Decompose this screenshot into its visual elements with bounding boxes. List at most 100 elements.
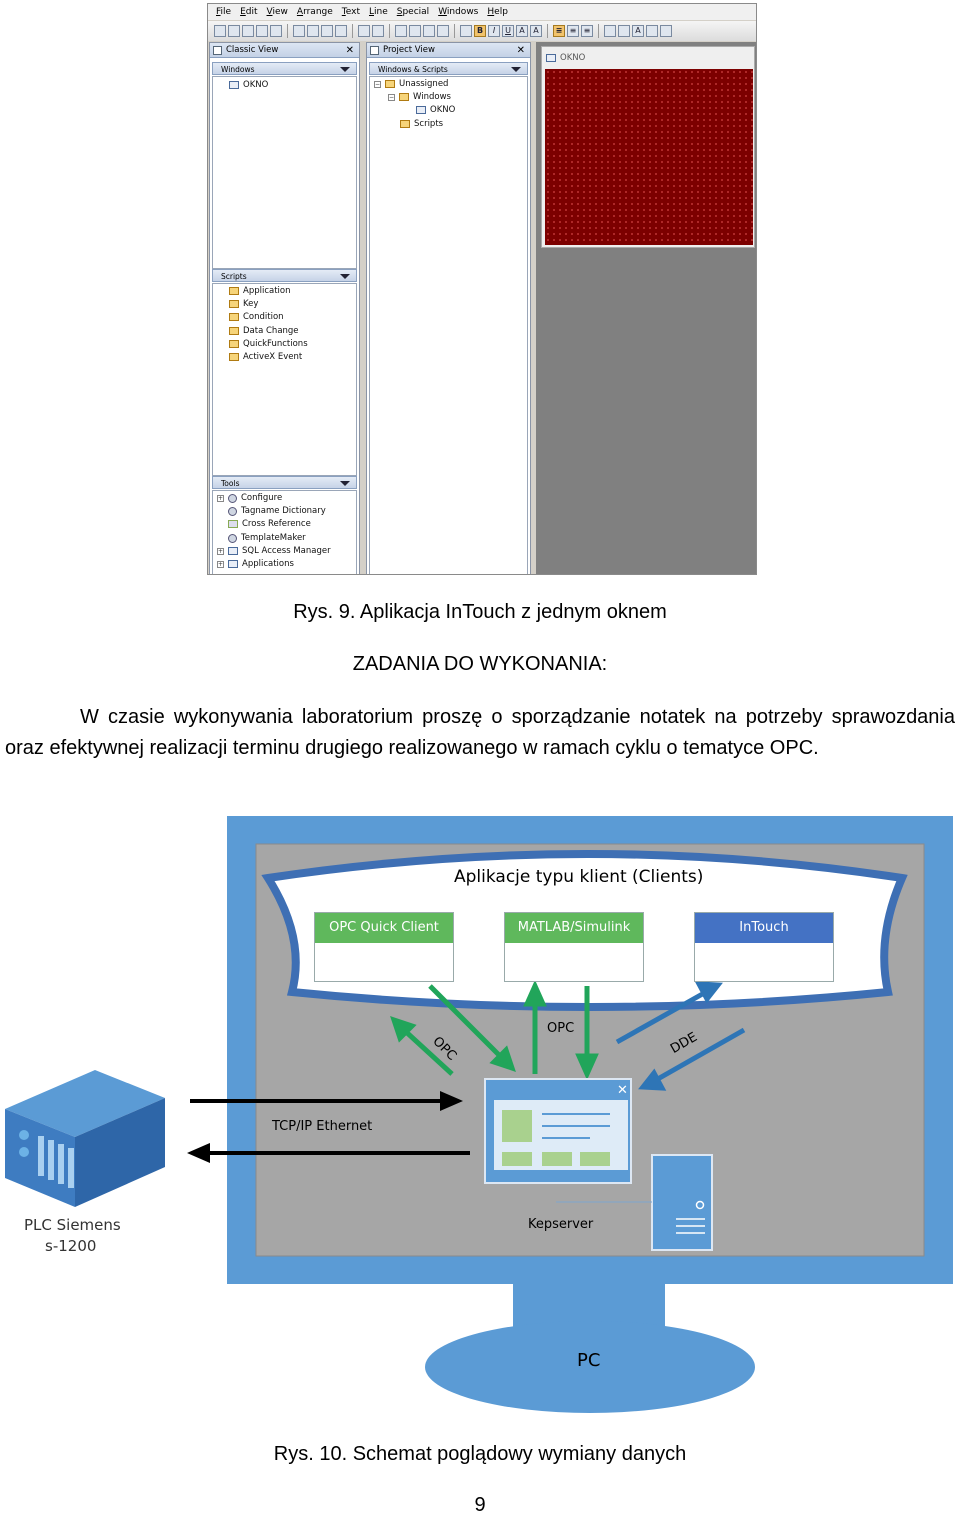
undo-icon[interactable] <box>358 25 370 37</box>
menu-help[interactable]: Help <box>487 7 508 17</box>
script-icon <box>229 300 239 308</box>
underline-icon[interactable]: U <box>502 25 514 37</box>
collapse-icon[interactable]: − <box>388 93 395 101</box>
project-tree: −Unassigned −Windows OKNO Scripts <box>369 76 528 574</box>
window-icon <box>416 106 426 114</box>
menu-arrange[interactable]: Arrange <box>296 7 333 17</box>
scripts-list: Application Key Condition Data Change Qu… <box>212 283 357 476</box>
chevron-down-icon[interactable] <box>340 274 350 279</box>
client-label-intouch: InTouch <box>695 913 833 943</box>
wizard-icon[interactable] <box>409 25 421 37</box>
scripts-section-header[interactable]: Scripts <box>212 269 357 282</box>
script-item[interactable]: Data Change <box>229 326 299 336</box>
wrench-icon <box>228 493 237 503</box>
paste-icon[interactable] <box>321 25 333 37</box>
script-item[interactable]: Condition <box>229 312 284 322</box>
bold-icon[interactable]: B <box>474 25 486 37</box>
tool-item-label: Cross Reference <box>242 519 311 529</box>
windows-scripts-header[interactable]: Windows & Scripts <box>369 62 528 75</box>
expand-icon[interactable]: + <box>217 494 224 502</box>
tree-windows[interactable]: −Windows <box>388 92 451 102</box>
chevron-down-icon[interactable] <box>340 67 350 72</box>
runtime-icon[interactable] <box>423 25 435 37</box>
script-item-label: Data Change <box>243 326 299 336</box>
font-smaller-icon[interactable]: A <box>516 25 528 37</box>
tool-item[interactable]: +SQL Access Manager <box>217 546 331 556</box>
page-number: 9 <box>474 1494 486 1516</box>
cut-icon[interactable] <box>293 25 305 37</box>
font-larger-icon[interactable]: A <box>530 25 542 37</box>
open-icon[interactable] <box>228 25 240 37</box>
close-icon[interactable]: ✕ <box>345 45 354 56</box>
tree-unassigned[interactable]: −Unassigned <box>374 79 448 89</box>
delete-icon[interactable] <box>335 25 347 37</box>
menu-file[interactable]: File <box>216 7 232 17</box>
collapse-icon[interactable]: − <box>374 80 381 88</box>
opc-diagram: ✕ Aplikacje typu klient (Clients) <box>0 812 960 1422</box>
script-item[interactable]: Application <box>229 286 291 296</box>
align-left-icon[interactable]: ≡ <box>553 25 565 37</box>
design-canvas[interactable]: OKNO <box>536 42 756 574</box>
menu-windows[interactable]: Windows <box>438 7 479 17</box>
tool-item[interactable]: Cross Reference <box>228 519 311 529</box>
tree-okno[interactable]: OKNO <box>416 105 455 115</box>
tool-item[interactable]: TemplateMaker <box>228 533 306 543</box>
print-icon[interactable] <box>395 25 407 37</box>
menu-line[interactable]: Line <box>368 7 388 17</box>
expand-icon[interactable]: + <box>217 560 224 568</box>
script-item[interactable]: ActiveX Event <box>229 352 302 362</box>
clients-title: Aplikacje typu klient (Clients) <box>454 867 704 887</box>
tool-item[interactable]: Tagname Dictionary <box>228 506 326 516</box>
script-item[interactable]: QuickFunctions <box>229 339 308 349</box>
plc-label-line1: PLC Siemens <box>24 1216 121 1234</box>
tcp-label: TCP/IP Ethernet <box>272 1119 373 1134</box>
classic-view-header: Classic View ✕ <box>210 43 359 58</box>
toolbar-separator <box>454 24 455 38</box>
window-okno-grid[interactable] <box>545 69 753 245</box>
new-icon[interactable] <box>214 25 226 37</box>
save-icon[interactable] <box>242 25 254 37</box>
pen-icon[interactable] <box>660 25 672 37</box>
tree-label: OKNO <box>430 105 456 115</box>
windows-section-header[interactable]: Windows <box>212 62 357 75</box>
script-icon <box>229 287 239 295</box>
script-item[interactable]: Key <box>229 299 258 309</box>
close-icon[interactable]: ✕ <box>516 45 525 56</box>
save-all-icon[interactable] <box>256 25 268 37</box>
window-okno-title: OKNO <box>546 53 585 63</box>
align-center-icon[interactable]: ≡ <box>567 25 579 37</box>
chevron-down-icon[interactable] <box>340 481 350 486</box>
window-icon[interactable] <box>437 25 449 37</box>
window-item-okno[interactable]: OKNO <box>229 80 268 90</box>
project-view-title: Project View <box>383 45 435 55</box>
toolbar-separator <box>547 24 548 38</box>
windows-scripts-title: Windows & Scripts <box>378 65 448 74</box>
tool-item[interactable]: +Configure <box>217 493 282 503</box>
script-item-label: Application <box>243 286 291 296</box>
grid-icon[interactable] <box>460 25 472 37</box>
copy-icon[interactable] <box>307 25 319 37</box>
expand-icon[interactable]: + <box>217 547 224 555</box>
chevron-down-icon[interactable] <box>511 67 521 72</box>
menu-edit[interactable]: Edit <box>240 7 258 17</box>
italic-icon[interactable]: I <box>488 25 500 37</box>
align-right-icon[interactable]: ≡ <box>581 25 593 37</box>
tool-item[interactable]: +Applications <box>217 559 294 569</box>
task-paragraph-text: W czasie wykonywania laboratorium proszę… <box>5 706 955 759</box>
line-color-icon[interactable] <box>604 25 616 37</box>
menu-text[interactable]: Text <box>341 7 360 17</box>
figure-caption-10: Rys. 10. Schemat poglądowy wymiany danyc… <box>273 1443 687 1465</box>
text-color-icon[interactable]: A <box>632 25 644 37</box>
tree-scripts[interactable]: Scripts <box>400 119 443 129</box>
redo-icon[interactable] <box>372 25 384 37</box>
window-icon <box>229 81 239 89</box>
folder-icon <box>399 93 409 101</box>
tool-item-label: TemplateMaker <box>241 533 306 543</box>
window-color-icon[interactable] <box>646 25 658 37</box>
window-okno[interactable]: OKNO <box>541 46 755 248</box>
menu-special[interactable]: Special <box>396 7 430 17</box>
menu-view[interactable]: View <box>266 7 288 17</box>
tools-section-header[interactable]: Tools <box>212 476 357 489</box>
fill-color-icon[interactable] <box>618 25 630 37</box>
refresh-icon[interactable] <box>270 25 282 37</box>
